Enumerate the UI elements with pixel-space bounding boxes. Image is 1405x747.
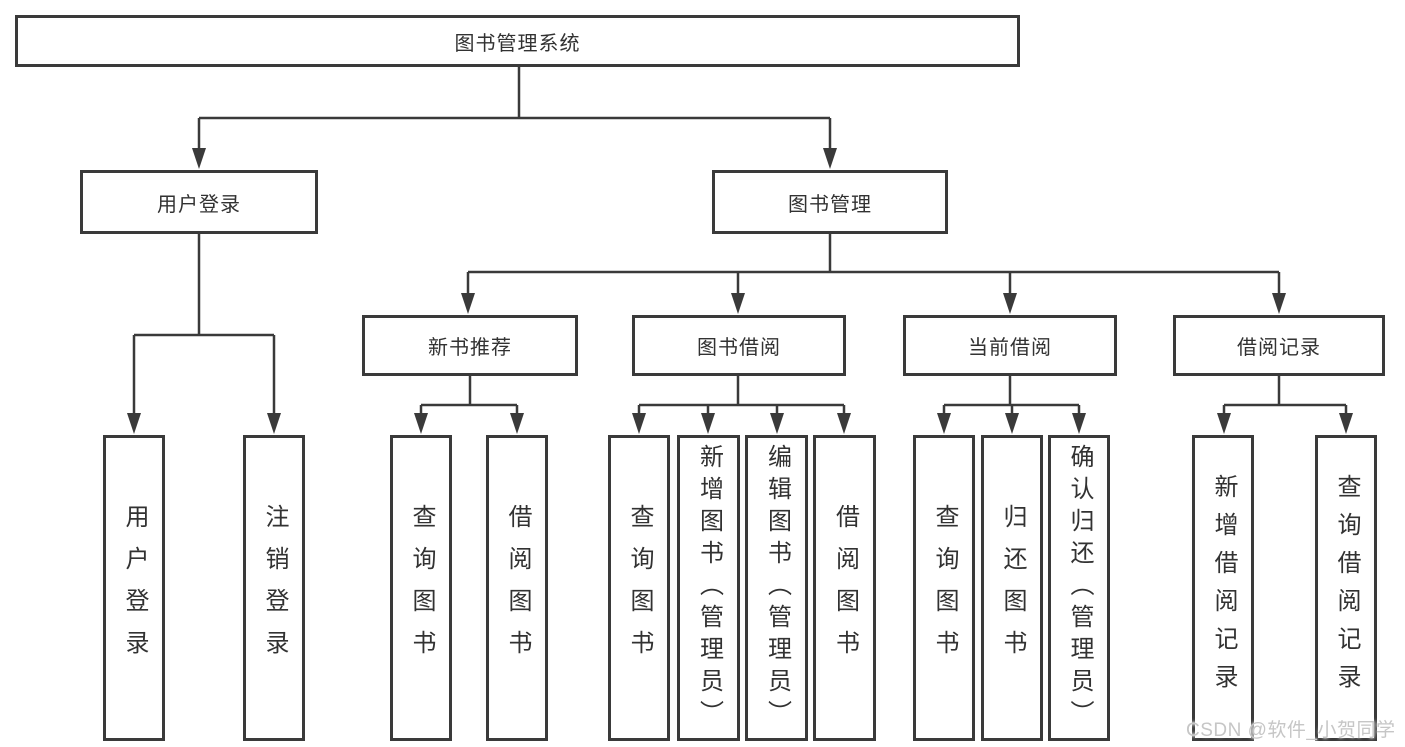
node-add-borrow-record: 新增借阅记录 — [1192, 435, 1254, 741]
connector-current-borrow-children — [942, 375, 1081, 415]
node-new-book-recommend: 新书推荐 — [362, 315, 578, 376]
node-query-books-recommend: 查询图书 — [390, 435, 452, 741]
node-confirm-return-admin: 确认归还（管理员） — [1048, 435, 1110, 741]
node-query-borrow-record: 查询借阅记录 — [1315, 435, 1377, 741]
connector-borrow-records-children — [1222, 375, 1348, 415]
node-current-borrow: 当前借阅 — [903, 315, 1117, 376]
connector-book-borrow-children — [637, 375, 846, 415]
node-add-book-admin: 新增图书（管理员） — [677, 435, 740, 741]
node-logout: 注销登录 — [243, 435, 305, 741]
node-borrow-books-recommend: 借阅图书 — [486, 435, 548, 741]
connector-user-login-children — [132, 233, 276, 415]
node-book-borrow: 图书借阅 — [632, 315, 846, 376]
connector-root-to-level2 — [197, 66, 832, 150]
connector-new-book-recommend-children — [419, 375, 519, 415]
node-borrow-books: 借阅图书 — [813, 435, 876, 741]
node-user-login: 用户登录 — [80, 170, 318, 234]
node-edit-book-admin: 编辑图书（管理员） — [745, 435, 808, 741]
node-return-books: 归还图书 — [981, 435, 1043, 741]
node-borrow-records: 借阅记录 — [1173, 315, 1385, 376]
watermark: CSDN @软件_小贺同学 — [1186, 720, 1396, 741]
connector-book-management-children — [466, 233, 1281, 295]
node-book-management: 图书管理 — [712, 170, 948, 234]
node-library-management-system: 图书管理系统 — [15, 15, 1020, 67]
node-query-books-current: 查询图书 — [913, 435, 975, 741]
node-query-books-borrow: 查询图书 — [608, 435, 670, 741]
node-user-login-action: 用户登录 — [103, 435, 165, 741]
